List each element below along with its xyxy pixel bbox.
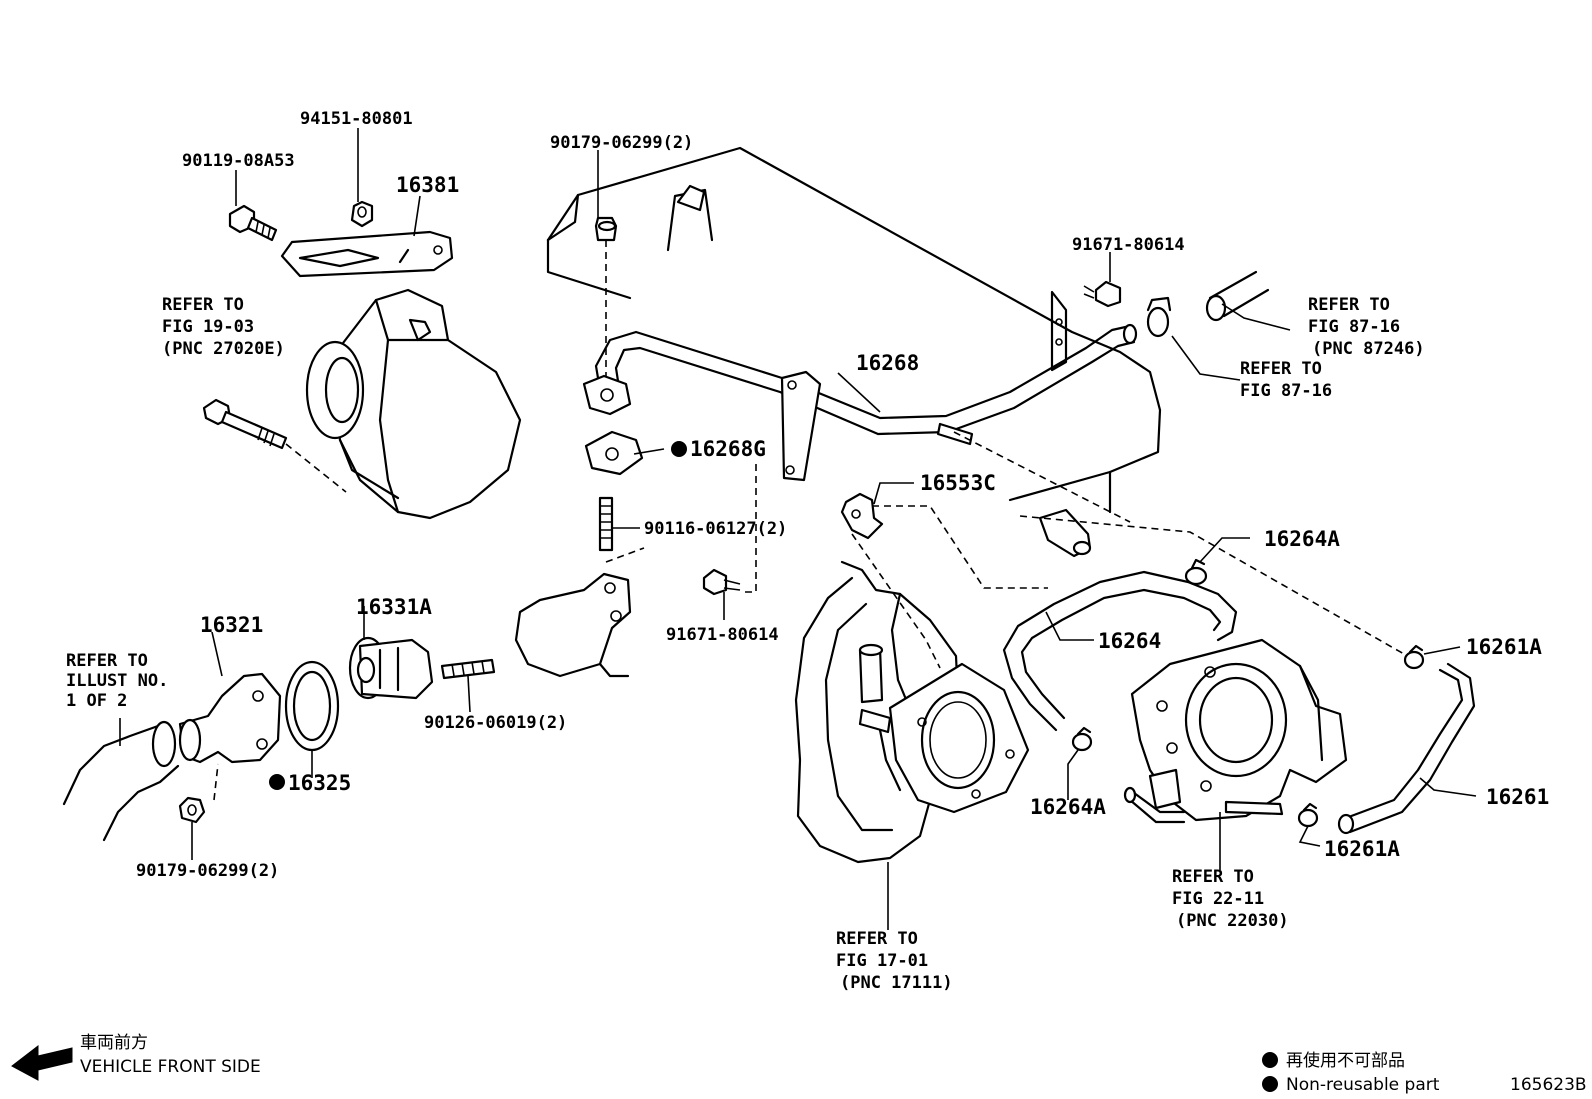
- gasket-16268g: [584, 430, 644, 476]
- water-inlet-16321: [178, 672, 282, 764]
- bolt-91671-80614-top: [1083, 280, 1122, 308]
- svg-text:FIG 22-11: FIG 22-11: [1172, 889, 1264, 909]
- hose-clamp-top-right: [1146, 296, 1172, 338]
- label-16325: 16325: [288, 771, 351, 795]
- non-reusable-dot-16325: [269, 774, 285, 790]
- water-outlet-housing: [514, 572, 632, 678]
- bracket-16381: [280, 230, 454, 278]
- clamp-16264a-bottom: [1071, 726, 1093, 752]
- svg-text:(PNC 87246): (PNC 87246): [1312, 339, 1425, 359]
- alternator: [305, 288, 522, 520]
- nut-90179-top: [594, 216, 618, 242]
- throttle-nipple: [1123, 786, 1186, 824]
- svg-text:REFER TO: REFER TO: [836, 929, 918, 949]
- svg-text:FIG 19-03: FIG 19-03: [162, 317, 254, 337]
- label-16268g: 16268G: [690, 437, 766, 461]
- label-16264a-top: 16264A: [1264, 527, 1340, 551]
- label-91671-80614-top: 91671-80614: [1072, 235, 1185, 255]
- water-hose-16261: [1337, 662, 1476, 835]
- legend-dot-jp: [1262, 1052, 1278, 1068]
- svg-text:REFER TO: REFER TO: [1308, 295, 1390, 315]
- bypass-pipe-16268: [582, 323, 1138, 482]
- label-16264a-bottom: 16264A: [1030, 795, 1106, 819]
- label-16261: 16261: [1486, 785, 1549, 809]
- label-90179-06299-bottom: 90179-06299(2): [136, 861, 279, 881]
- label-16331a: 16331A: [356, 595, 432, 619]
- label-90116-06127: 90116-06127(2): [644, 519, 787, 539]
- svg-text:FIG 17-01: FIG 17-01: [836, 951, 928, 971]
- ref-fig-87-16: REFER TO FIG 87-16: [1240, 359, 1332, 401]
- svg-text:REFER TO: REFER TO: [162, 295, 244, 315]
- svg-text:REFER TO: REFER TO: [1172, 867, 1254, 887]
- diagram-code: 165623B: [1510, 1075, 1587, 1095]
- label-90126-06019: 90126-06019(2): [424, 713, 567, 733]
- pipe-fitting-head: [1038, 508, 1092, 558]
- svg-text:FIG 87-16: FIG 87-16: [1308, 317, 1400, 337]
- front-arrow-icon: [11, 1044, 73, 1081]
- svg-text:FIG 87-16: FIG 87-16: [1240, 381, 1332, 401]
- label-16264: 16264: [1098, 629, 1161, 653]
- label-90179-06299-top: 90179-06299(2): [550, 133, 693, 153]
- clamp-16261a-top: [1403, 644, 1425, 670]
- water-hose-16264: [1002, 570, 1238, 732]
- leader-lines: [119, 128, 1477, 930]
- svg-text:1 OF 2: 1 OF 2: [66, 691, 127, 711]
- label-16268: 16268: [856, 351, 919, 375]
- svg-text:(PNC 22030): (PNC 22030): [1176, 911, 1289, 931]
- svg-text:(PNC 27020E): (PNC 27020E): [162, 339, 285, 359]
- label-16553c: 16553C: [920, 471, 996, 495]
- clamp-16553c: [840, 492, 884, 540]
- label-16261a-bottom: 16261A: [1324, 837, 1400, 861]
- clamp-16264a-top: [1184, 558, 1208, 586]
- throttle-adapter-plate: [858, 662, 1030, 814]
- ref-fig-22-11: REFER TO FIG 22-11 (PNC 22030): [1172, 867, 1289, 931]
- heater-hose-87246: [1205, 270, 1270, 322]
- label-94151-80801: 94151-80801: [300, 109, 413, 129]
- front-side-jp: 車両前方: [80, 1033, 148, 1053]
- intake-manifold: [794, 560, 960, 864]
- svg-text:REFER TO: REFER TO: [66, 651, 148, 671]
- non-reusable-dot-16268g: [671, 441, 687, 457]
- legend-non-reusable-jp: 再使用不可部品: [1286, 1050, 1405, 1071]
- ref-fig-17-01: REFER TO FIG 17-01 (PNC 17111): [836, 929, 953, 993]
- label-16261a-top: 16261A: [1466, 635, 1542, 659]
- label-16381: 16381: [396, 173, 459, 197]
- stud-90116-06127: [598, 496, 614, 552]
- bolt-91671-80614-mid: [702, 568, 741, 596]
- front-side-en: VEHICLE FRONT SIDE: [80, 1057, 261, 1077]
- legend-dot-en: [1262, 1076, 1278, 1092]
- nut-90179-bottom: [178, 796, 206, 824]
- throttle-body: [1130, 638, 1348, 822]
- radiator-hose: [62, 720, 180, 842]
- svg-text:ILLUST NO.: ILLUST NO.: [66, 671, 168, 691]
- cylinder-head-outline: [546, 146, 1162, 514]
- stud-90126-06019: [440, 658, 496, 680]
- label-16321: 16321: [200, 613, 263, 637]
- gasket-16325: [284, 660, 340, 752]
- clamp-16261a-bottom: [1297, 802, 1319, 828]
- svg-text:(PNC 17111): (PNC 17111): [840, 973, 953, 993]
- alternator-bolt: [202, 398, 288, 450]
- ref-illust-no: REFER TO ILLUST NO. 1 OF 2: [66, 651, 168, 711]
- bolt-90119-08a53: [228, 204, 278, 242]
- label-91671-80614-mid: 91671-80614: [666, 625, 779, 645]
- nut-94151-80801: [350, 200, 374, 228]
- label-90119-08a53: 90119-08A53: [182, 151, 295, 171]
- ref-fig-87-16-pnc: REFER TO FIG 87-16 (PNC 87246): [1308, 295, 1425, 359]
- legend-non-reusable-en: Non-reusable part: [1286, 1075, 1440, 1095]
- svg-text:REFER TO: REFER TO: [1240, 359, 1322, 379]
- ref-fig-19-03: REFER TO FIG 19-03 (PNC 27020E): [162, 295, 285, 359]
- thermostat-16331a: [348, 636, 434, 700]
